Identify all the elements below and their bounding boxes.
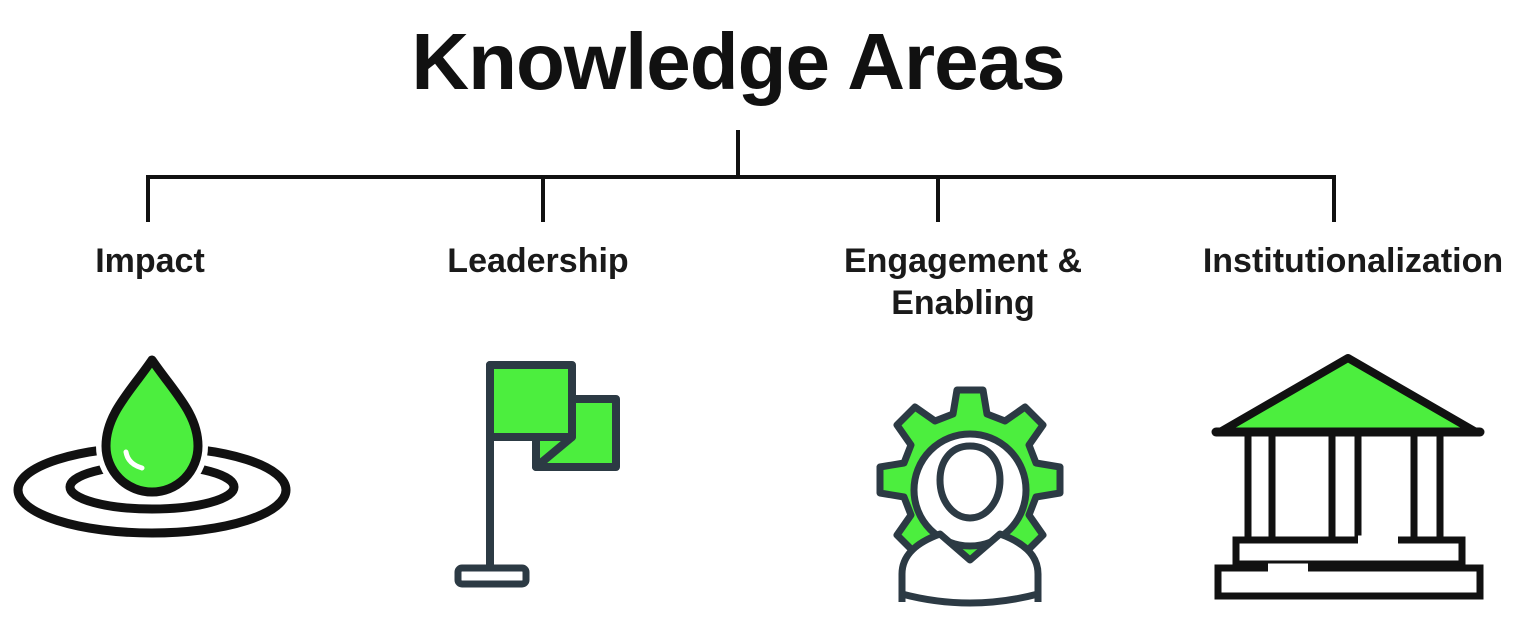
flag-icon xyxy=(454,361,620,588)
area-label-institutionalization: Institutionalization xyxy=(1202,242,1504,280)
page-title: Knowledge Areas xyxy=(411,17,1065,106)
area-label-leadership: Leadership xyxy=(447,242,629,280)
area-label-impact: Impact xyxy=(95,242,205,280)
institution-building-icon xyxy=(1211,354,1485,600)
gear-person-icon xyxy=(876,386,1064,607)
water-drop-ripple-icon xyxy=(13,352,291,538)
area-label-engagement-enabling: Engagement & Enabling xyxy=(843,242,1083,322)
